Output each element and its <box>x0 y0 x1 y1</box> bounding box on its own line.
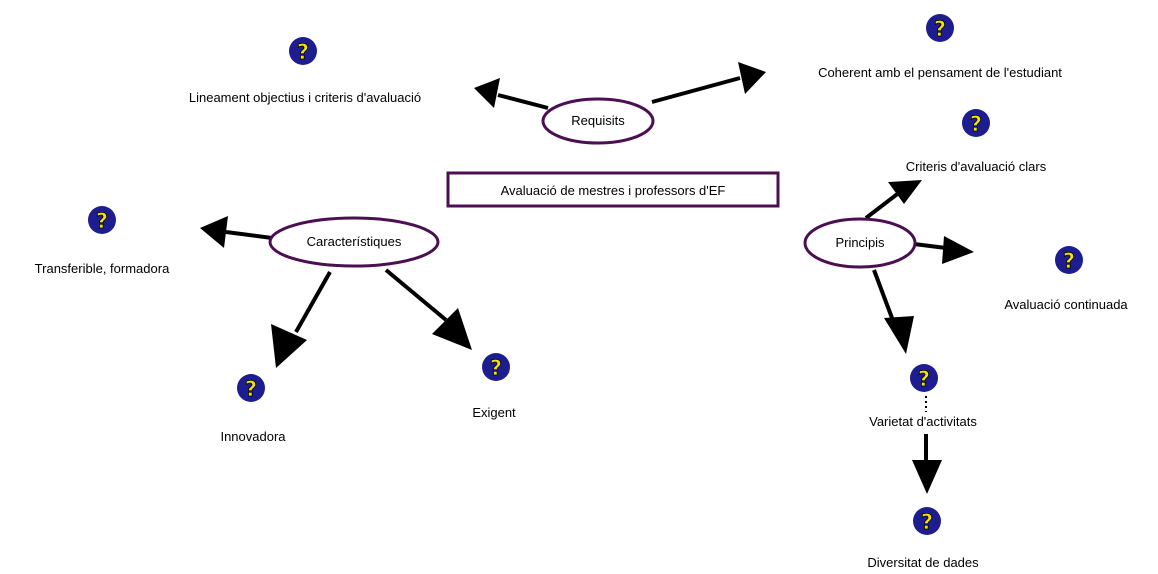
question-icon: ? <box>237 374 265 402</box>
svg-text:?: ? <box>921 510 933 534</box>
question-icon: ? <box>289 37 317 65</box>
node-continuada[interactable]: ? Avaluació continuada <box>1004 246 1128 312</box>
node-transferible[interactable]: ? Transferible, formadora <box>35 206 170 276</box>
node-caracteristiques[interactable]: Característiques <box>268 216 440 268</box>
svg-text:?: ? <box>96 209 108 233</box>
edge-principis-continuada <box>913 236 974 264</box>
node-coherent[interactable]: ? Coherent amb el pensament de l'estudia… <box>818 14 1062 80</box>
node-diversitat[interactable]: ? Diversitat de dades <box>867 507 979 570</box>
node-caracteristiques-label: Característiques <box>307 234 402 249</box>
node-coherent-label: Coherent amb el pensament de l'estudiant <box>818 65 1062 80</box>
node-requisits[interactable]: Requisits <box>541 97 655 145</box>
node-diversitat-label: Diversitat de dades <box>867 555 979 570</box>
svg-text:?: ? <box>490 356 502 380</box>
svg-text:?: ? <box>297 40 309 64</box>
node-criteris-label: Criteris d'avaluació clars <box>906 159 1047 174</box>
node-varietat-label: Varietat d'activitats <box>869 414 977 429</box>
question-icon: ? <box>482 353 510 381</box>
question-icon: ? <box>962 109 990 137</box>
edge-caracteristiques-exigent <box>384 268 472 350</box>
question-icon: ? <box>926 14 954 42</box>
svg-text:?: ? <box>934 17 946 41</box>
node-continuada-label: Avaluació continuada <box>1004 297 1128 312</box>
node-principis-label: Principis <box>835 235 885 250</box>
edge-principis-criteris <box>864 180 922 220</box>
question-icon: ? <box>913 507 941 535</box>
svg-text:?: ? <box>918 367 930 391</box>
svg-text:?: ? <box>1063 249 1075 273</box>
node-innovadora[interactable]: ? Innovadora <box>220 374 286 444</box>
node-transferible-label: Transferible, formadora <box>35 261 170 276</box>
node-lineament-label: Lineament objectius i criteris d'avaluac… <box>189 90 421 105</box>
question-icon: ? <box>910 364 938 392</box>
question-icon: ? <box>1055 246 1083 274</box>
edge-caracteristiques-innovadora <box>271 271 332 368</box>
main-title: Avaluació de mestres i professors d'EF <box>501 183 726 198</box>
node-principis[interactable]: Principis <box>803 217 917 269</box>
question-icon: ? <box>88 206 116 234</box>
node-exigent[interactable]: ? Exigent <box>472 353 516 420</box>
node-requisits-label: Requisits <box>571 113 625 128</box>
node-varietat[interactable]: ? Varietat d'activitats <box>869 364 977 429</box>
edge-requisits-coherent <box>651 62 766 104</box>
node-innovadora-label: Innovadora <box>220 429 286 444</box>
node-exigent-label: Exigent <box>472 405 516 420</box>
edge-principis-varietat <box>872 269 914 354</box>
edge-requisits-lineament <box>474 78 549 110</box>
svg-text:?: ? <box>245 377 257 401</box>
node-criteris[interactable]: ? Criteris d'avaluació clars <box>906 109 1047 174</box>
edge-varietat-diversitat <box>912 434 942 494</box>
svg-text:?: ? <box>970 112 982 136</box>
edge-caracteristiques-transferible <box>200 216 273 248</box>
main-title-box[interactable]: Avaluació de mestres i professors d'EF <box>446 171 780 208</box>
node-lineament[interactable]: ? Lineament objectius i criteris d'avalu… <box>189 37 421 105</box>
